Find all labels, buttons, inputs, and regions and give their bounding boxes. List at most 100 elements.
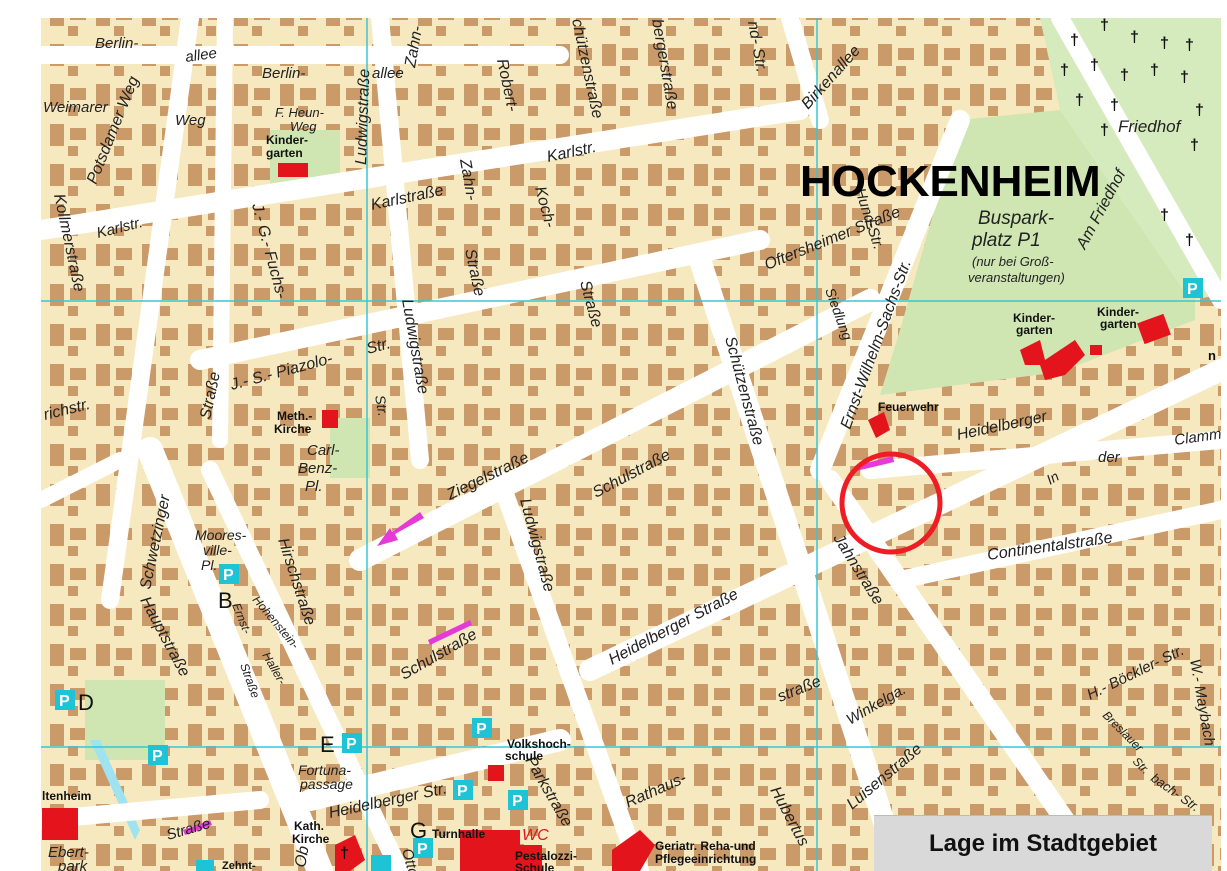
parking-icon[interactable]: P [472, 718, 492, 738]
svg-text:allee: allee [184, 45, 218, 66]
svg-text:Kath.: Kath. [294, 819, 324, 833]
svg-text:Pflegeeinrichtung: Pflegeeinrichtung [655, 852, 756, 866]
parking-icon[interactable]: P [1183, 278, 1203, 298]
buspark-green [880, 110, 1195, 395]
svg-text:Pestalozzi-: Pestalozzi- [515, 849, 577, 863]
parking-icon[interactable]: P [342, 733, 362, 753]
svg-text:†: † [1100, 18, 1109, 34]
parking-icon[interactable]: P [148, 745, 168, 765]
svg-text:P: P [223, 567, 234, 584]
parking-icon[interactable]: P [219, 564, 239, 584]
svg-text:P: P [417, 841, 428, 858]
place-labels: Kinder- garten Buspark- platz P1 (nur be… [42, 133, 1216, 871]
svg-text:Friedhof: Friedhof [1118, 117, 1183, 136]
parking-icon[interactable] [371, 855, 391, 871]
svg-text:†: † [1195, 102, 1204, 119]
svg-text:Geriatr. Reha-und: Geriatr. Reha-und [655, 839, 756, 853]
svg-text:passage: passage [299, 776, 353, 792]
public-buildings [42, 163, 1171, 871]
town-title: HOCKENHEIM [800, 157, 1101, 206]
svg-text:allee: allee [372, 65, 404, 82]
svg-text:Weimarer: Weimarer [43, 99, 109, 116]
svg-text:Otto: Otto [398, 847, 422, 871]
location-marker[interactable] [839, 451, 943, 555]
svg-text:†: † [1100, 122, 1109, 139]
city-map[interactable]: † † † † † † † † † † † † † † † † † P P P … [41, 18, 1221, 871]
svg-text:Ebert-: Ebert- [48, 844, 89, 861]
svg-text:†: † [1160, 35, 1169, 52]
area-letter-e: E [320, 732, 335, 757]
svg-text:Clamm: Clamm [1173, 426, 1221, 449]
svg-text:†: † [1185, 37, 1194, 54]
svg-text:Berlin-: Berlin- [262, 65, 305, 82]
svg-text:garten: garten [1100, 317, 1137, 331]
svg-text:Buspark-: Buspark- [978, 208, 1054, 229]
parking-icon[interactable]: P [453, 780, 473, 800]
svg-text:Benz-: Benz- [298, 460, 337, 477]
parking-icon[interactable]: P [508, 790, 528, 810]
svg-text:Ob: Ob [292, 845, 312, 869]
svg-text:†: † [1150, 62, 1159, 79]
svg-text:†: † [1180, 69, 1189, 86]
svg-text:F. Heun-: F. Heun- [275, 105, 325, 120]
svg-text:Schule: Schule [515, 861, 555, 871]
svg-text:ltenheim: ltenheim [42, 789, 91, 803]
parking-icon[interactable]: P [413, 838, 433, 858]
svg-text:Turnhalle: Turnhalle [432, 827, 485, 841]
svg-text:Volkshoch-: Volkshoch- [507, 737, 571, 751]
svg-text:(nur bei Groß-: (nur bei Groß- [972, 254, 1054, 269]
svg-text:Pl.: Pl. [305, 478, 323, 495]
svg-text:WC: WC [522, 827, 549, 844]
area-letter-b: B [218, 588, 233, 613]
svg-text:†: † [1075, 92, 1084, 109]
cemetery-crosses: † † † † † † † † † † † † † † † † † [1060, 18, 1204, 249]
svg-text:P: P [512, 793, 523, 810]
svg-text:P: P [346, 736, 357, 753]
direction-arrows [183, 456, 894, 835]
svg-text:†: † [1130, 29, 1139, 46]
svg-text:†: † [1190, 137, 1199, 154]
svg-text:P: P [152, 748, 163, 765]
svg-text:Weg: Weg [290, 119, 317, 134]
svg-text:ville-: ville- [203, 542, 232, 558]
map-caption: Lage im Stadtgebiet [928, 830, 1158, 857]
svg-text:Moores-: Moores- [195, 527, 247, 543]
svg-text:†: † [1070, 32, 1079, 49]
parking-icon[interactable]: P [55, 690, 75, 710]
svg-text:Ludwigstraße: Ludwigstraße [353, 68, 373, 165]
parking-icon[interactable] [196, 860, 214, 871]
svg-text:Zehnt-: Zehnt- [222, 860, 256, 871]
svg-text:Kirche: Kirche [274, 422, 312, 436]
area-letter-g: G [410, 818, 427, 843]
svg-text:Feuerwehr: Feuerwehr [878, 400, 939, 414]
svg-text:Meth.-: Meth.- [277, 409, 312, 423]
grid-lines [41, 18, 1221, 871]
svg-text:†: † [1160, 207, 1169, 224]
area-letter-d: D [78, 690, 94, 715]
svg-text:†: † [1060, 62, 1069, 79]
svg-text:Kinder-: Kinder- [1013, 311, 1055, 325]
svg-text:Str.: Str. [372, 394, 391, 418]
svg-text:†: † [340, 845, 349, 862]
svg-text:†: † [1120, 67, 1129, 84]
svg-text:Pl.: Pl. [201, 557, 217, 573]
svg-text:Carl-: Carl- [307, 442, 340, 459]
svg-text:Berlin-: Berlin- [95, 35, 138, 52]
svg-text:P: P [1187, 281, 1198, 298]
parking-symbols[interactable]: P P P P P P P P P [55, 278, 1203, 871]
svg-text:†: † [1185, 232, 1194, 249]
svg-text:garten: garten [1016, 323, 1053, 337]
svg-text:P: P [476, 721, 487, 738]
svg-text:Str.: Str. [365, 335, 393, 358]
svg-text:†: † [1110, 97, 1119, 114]
svg-text:Kinder-: Kinder- [266, 133, 308, 147]
svg-text:platz P1: platz P1 [971, 230, 1041, 251]
svg-text:veranstaltungen): veranstaltungen) [968, 270, 1065, 285]
svg-text:†: † [1090, 57, 1099, 74]
svg-text:Kinder-: Kinder- [1097, 305, 1139, 319]
svg-text:P: P [59, 693, 70, 710]
svg-text:Weg: Weg [175, 112, 206, 129]
svg-text:P: P [457, 783, 468, 800]
svg-text:Fortuna-: Fortuna- [298, 762, 351, 778]
